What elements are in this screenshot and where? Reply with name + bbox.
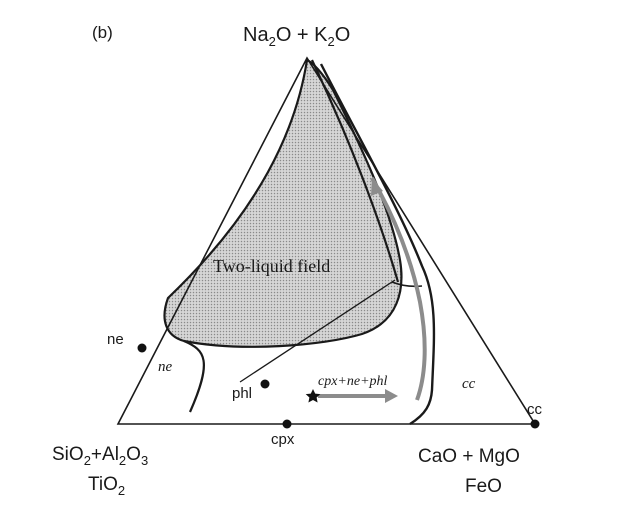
ternary-triangle [116,56,537,425]
tie-line [239,279,396,383]
apex-left-label-line2: TiO2 [88,474,125,498]
arrowhead-right-icon [385,389,398,403]
ne-point [137,343,147,353]
ne-field-boundary [183,339,205,413]
outer-boundary-2 [319,63,436,426]
cc-point [530,419,540,429]
star-icon [305,389,321,403]
cc-field-name: cc [462,376,476,392]
apex-top-label: Na2O + K2O [243,24,350,49]
outer-boundary-1 [311,59,400,283]
apex-left-label-line1: SiO2+Al2O3 [52,444,148,468]
field-to-boundary [391,281,423,288]
panel-label: (b) [92,23,113,42]
phl-point [260,379,270,389]
ne-point-label: ne [107,331,124,348]
cc-point-label: cc [527,401,543,418]
apex-right-label-line1: CaO + MgO [418,446,520,467]
ne-field-name: ne [158,359,173,375]
cotectic-label: cpx+ne+phl [318,374,388,389]
phl-point-label: phl [232,385,252,402]
cpx-point [282,419,292,429]
cpx-point-label: cpx [271,431,295,448]
cotectic-arrow-up [370,177,427,401]
arrowhead-up-icon [371,178,383,196]
field-label: Two-liquid field [213,256,330,276]
apex-right-label-line2: FeO [465,476,502,497]
